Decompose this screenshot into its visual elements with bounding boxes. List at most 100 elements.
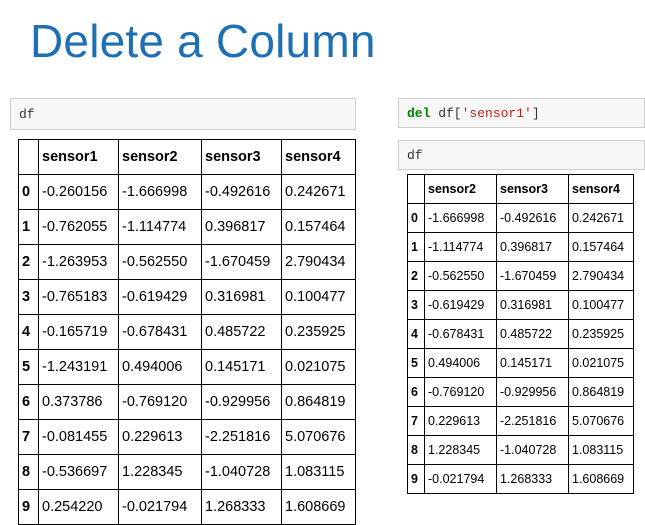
right-code-text: df (407, 147, 423, 163)
table-cell: -0.562550 (118, 244, 202, 280)
table-cell: -0.021794 (118, 489, 202, 525)
table-cell: -0.492616 (201, 174, 282, 210)
row-index: 9 (18, 489, 39, 525)
table-cell: 1.228345 (118, 454, 202, 490)
table-cell: 1.268333 (201, 489, 282, 525)
column-header: sensor3 (496, 174, 569, 204)
column-header: sensor1 (38, 139, 119, 175)
table-cell: -2.251816 (496, 406, 569, 436)
table-header-row: sensor2 sensor3 sensor4 (407, 174, 634, 204)
table-cell: -1.114774 (118, 209, 202, 245)
table-cell: -1.243191 (38, 349, 119, 385)
index-header (18, 139, 39, 175)
table-cell: -0.769120 (424, 377, 497, 407)
column-header: sensor4 (281, 139, 356, 175)
table-cell: 0.235925 (568, 319, 634, 349)
table-cell: -0.562550 (424, 261, 497, 291)
table-cell: -0.492616 (496, 203, 569, 233)
table-cell: -0.619429 (424, 290, 497, 320)
page-title: Delete a Column (30, 15, 376, 67)
table-cell: -1.666998 (118, 174, 202, 210)
left-code-text: df (19, 106, 35, 122)
del-target-suffix: ] (531, 105, 540, 121)
table-cell: 0.235925 (281, 314, 356, 350)
row-index: 5 (18, 349, 39, 385)
del-code-cell[interactable]: del df['sensor1'] (398, 98, 645, 128)
table-cell: 0.157464 (568, 232, 634, 262)
table-cell: 1.608669 (281, 489, 356, 525)
row-index: 4 (407, 319, 425, 349)
left-dataframe-table: sensor1 sensor2 sensor3 sensor4 0-0.2601… (18, 139, 356, 525)
table-cell: 0.145171 (496, 348, 569, 378)
table-cell: -0.929956 (201, 384, 282, 420)
table-cell: 0.864819 (568, 377, 634, 407)
table-cell: 2.790434 (281, 244, 356, 280)
row-index: 2 (18, 244, 39, 280)
column-header: sensor2 (118, 139, 202, 175)
row-index: 1 (18, 209, 39, 245)
table-cell: -1.670459 (496, 261, 569, 291)
table-cell: 0.254220 (38, 489, 119, 525)
table-cell: 2.790434 (568, 261, 634, 291)
table-cell: 0.100477 (568, 290, 634, 320)
table-cell: 0.100477 (281, 279, 356, 315)
row-index: 0 (18, 174, 39, 210)
table-cell: -0.769120 (118, 384, 202, 420)
table-cell: -0.165719 (38, 314, 119, 350)
table-cell: 0.396817 (496, 232, 569, 262)
table-cell: -1.040728 (201, 454, 282, 490)
del-keyword: del (407, 105, 431, 121)
right-code-cell[interactable]: df (398, 140, 645, 170)
table-cell: -1.263953 (38, 244, 119, 280)
table-cell: 0.485722 (496, 319, 569, 349)
row-index: 6 (18, 384, 39, 420)
row-index: 7 (407, 406, 425, 436)
table-cell: -1.666998 (424, 203, 497, 233)
table-cell: 0.396817 (201, 209, 282, 245)
table-cell: -0.678431 (118, 314, 202, 350)
table-cell: -0.081455 (38, 419, 119, 455)
table-cell: -0.619429 (118, 279, 202, 315)
table-cell: -2.251816 (201, 419, 282, 455)
del-target-prefix: df[ (430, 105, 462, 121)
left-code-cell[interactable]: df (10, 98, 356, 130)
table-cell: -0.536697 (38, 454, 119, 490)
right-dataframe-table: sensor2 sensor3 sensor4 0-1.666998-0.492… (407, 174, 634, 494)
table-cell: 0.242671 (568, 203, 634, 233)
row-index: 8 (18, 454, 39, 490)
table-cell: 0.494006 (118, 349, 202, 385)
row-index: 6 (407, 377, 425, 407)
table-cell: 0.229613 (424, 406, 497, 436)
row-index: 7 (18, 419, 39, 455)
table-cell: 1.268333 (496, 464, 569, 494)
row-index: 1 (407, 232, 425, 262)
column-header: sensor4 (568, 174, 634, 204)
table-cell: -0.762055 (38, 209, 119, 245)
table-cell: 1.608669 (568, 464, 634, 494)
table-cell: 0.864819 (281, 384, 356, 420)
table-cell: -0.021794 (424, 464, 497, 494)
row-index: 5 (407, 348, 425, 378)
table-cell: 0.021075 (281, 349, 356, 385)
table-cell: 0.145171 (201, 349, 282, 385)
row-index: 4 (18, 314, 39, 350)
table-cell: 0.485722 (201, 314, 282, 350)
table-cell: -0.260156 (38, 174, 119, 210)
row-index: 3 (18, 279, 39, 315)
table-cell: 0.316981 (496, 290, 569, 320)
